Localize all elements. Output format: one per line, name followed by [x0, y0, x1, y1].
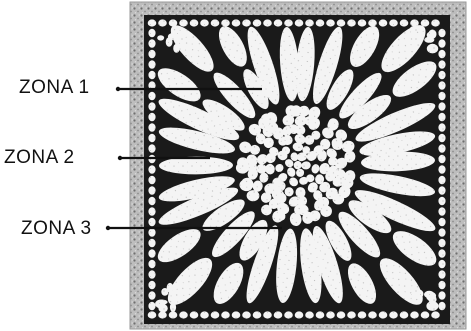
zone-1-label: ZONA 1	[19, 78, 90, 97]
zone-3-pointer-end	[106, 226, 110, 230]
zone-2-pointer-end	[118, 156, 122, 160]
zone-1-pointer-end	[116, 87, 120, 91]
zone-2-label: ZONA 2	[4, 148, 75, 167]
zone-3-label: ZONA 3	[21, 219, 92, 238]
